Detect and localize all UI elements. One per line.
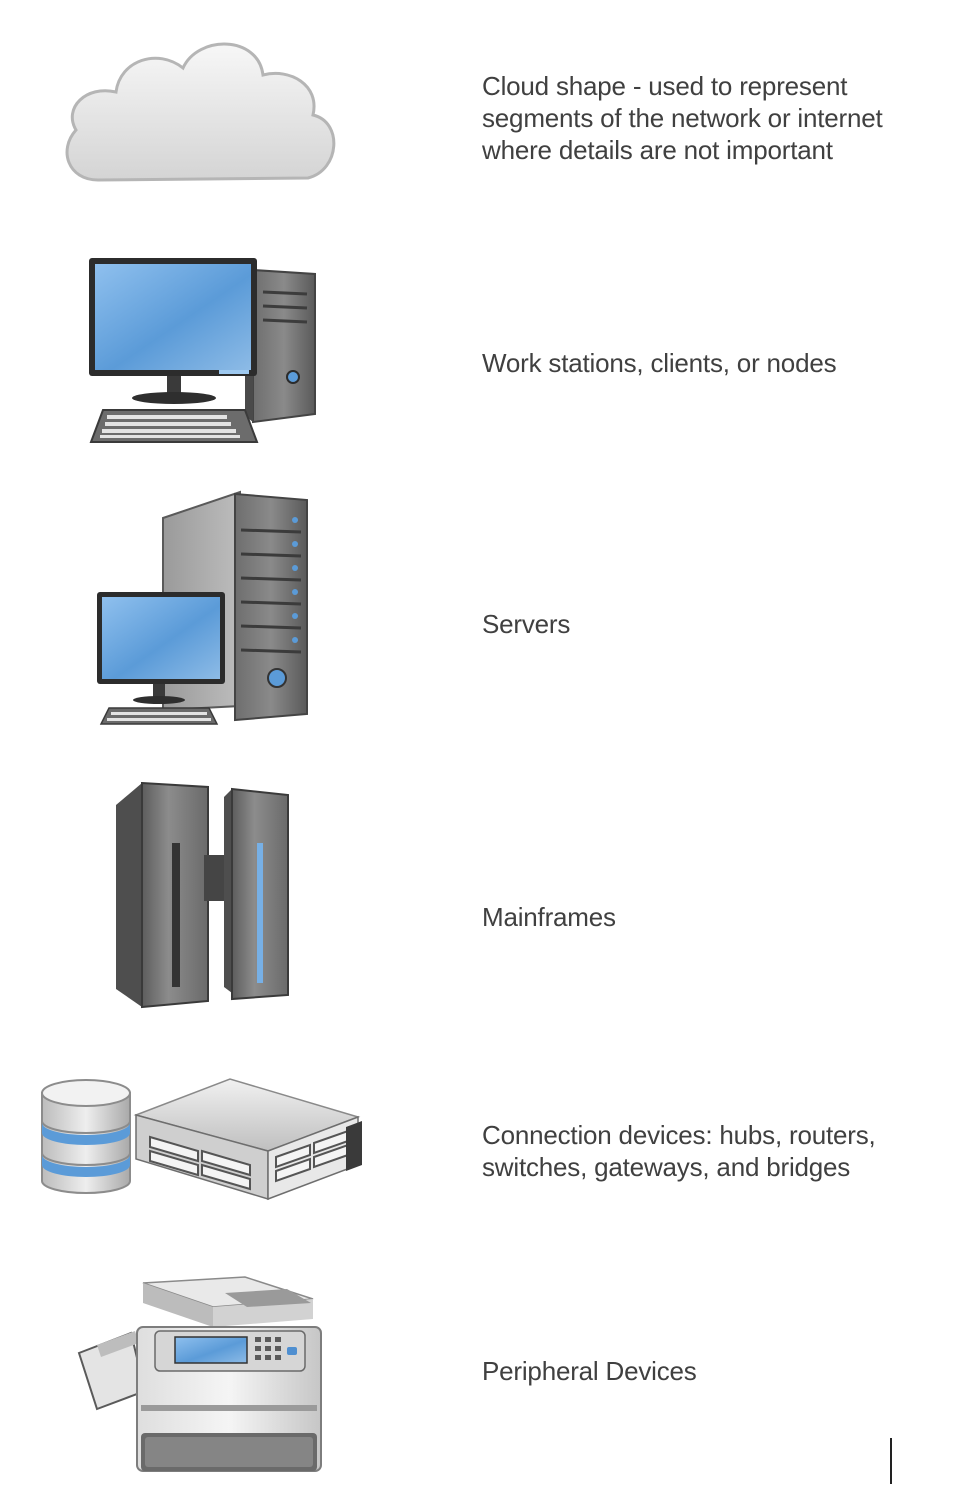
peripheral-description: Peripheral Devices	[482, 1356, 697, 1386]
connection-description: Connection devices: hubs, routers, switc…	[482, 1120, 876, 1182]
text-cursor	[890, 1438, 892, 1484]
mainframe-description: Mainframes	[482, 902, 616, 932]
legend-row-connection: Connection devices: hubs, routers, switc…	[0, 1045, 956, 1255]
legend-row-workstation: Work stations, clients, or nodes	[0, 230, 956, 470]
legend-row-mainframe: Mainframes	[0, 755, 956, 1045]
workstation-description: Work stations, clients, or nodes	[482, 348, 837, 378]
connection-device-icon	[41, 1078, 362, 1201]
cloud-icon	[65, 42, 336, 182]
mainframe-icon	[116, 781, 289, 1009]
legend-row-peripheral: Peripheral Devices	[0, 1255, 956, 1506]
legend-row-server: Servers	[0, 470, 956, 755]
legend-row-cloud: Cloud shape - used to represent segments…	[0, 0, 956, 230]
server-icon	[97, 490, 308, 725]
printer-icon	[77, 1276, 322, 1472]
workstation-icon	[89, 258, 316, 443]
cloud-description: Cloud shape - used to represent segments…	[482, 71, 883, 165]
server-description: Servers	[482, 609, 571, 639]
